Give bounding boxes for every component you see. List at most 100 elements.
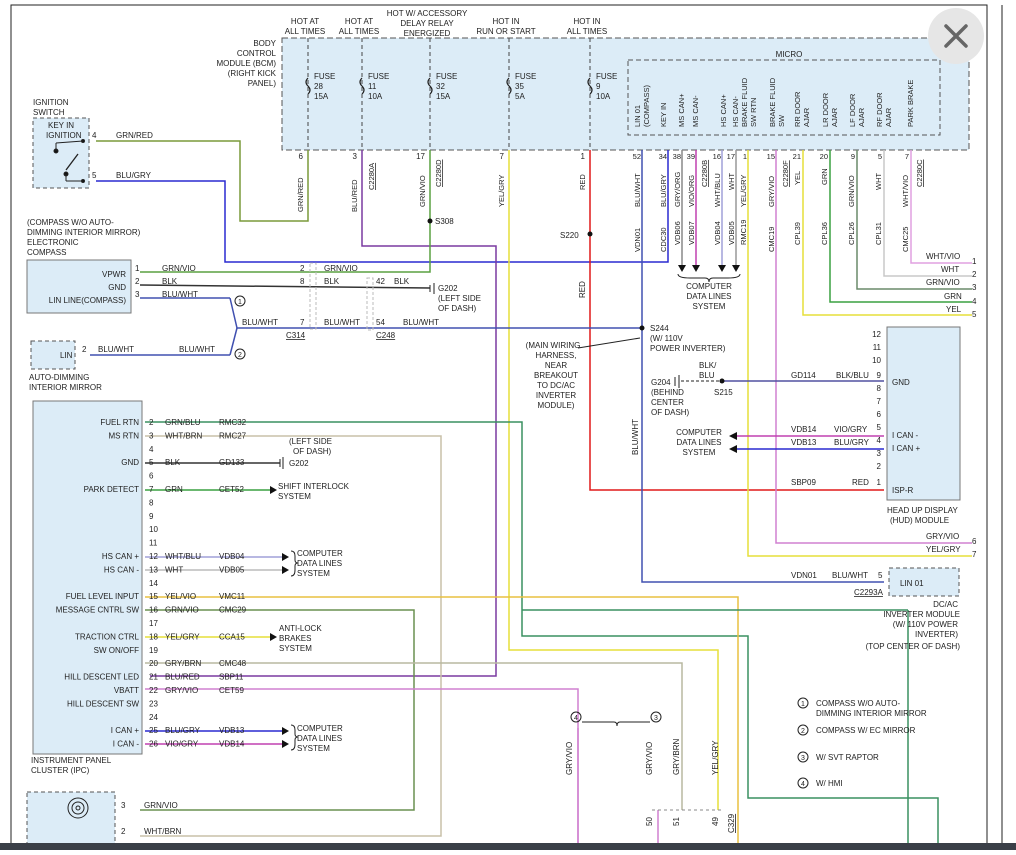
wire-grn-vio-f32	[140, 150, 431, 273]
svg-text:SW RTN: SW RTN	[749, 98, 758, 127]
svg-text:LR DOOR: LR DOOR	[821, 92, 830, 127]
svg-text:8: 8	[877, 384, 882, 393]
svg-text:BLU/WHT: BLU/WHT	[324, 318, 360, 327]
svg-text:SYSTEM: SYSTEM	[297, 569, 330, 578]
svg-text:DIMMING INTERIOR MIRROR): DIMMING INTERIOR MIRROR)	[27, 228, 141, 237]
blu-wht-vertical-label: BLU/WHT	[631, 419, 640, 455]
mirror-box	[30, 340, 76, 370]
svg-text:BLU/WHT: BLU/WHT	[403, 318, 439, 327]
inverter-conn: C2293A	[854, 588, 884, 597]
svg-text:FUSE: FUSE	[314, 72, 335, 81]
svg-text:W/ HMI: W/ HMI	[816, 779, 843, 788]
svg-text:7: 7	[300, 318, 305, 327]
ipc-row-circuit: VMC11	[219, 592, 246, 601]
ipc-row-circuit: CCA15	[219, 632, 245, 641]
svg-text:CPL26: CPL26	[847, 222, 856, 245]
inverter-pin: 5	[878, 571, 883, 580]
ipc-row-pin: 5	[149, 458, 154, 467]
svg-text:DATA LINES: DATA LINES	[686, 292, 731, 301]
ipc-row-pin: 8	[149, 498, 154, 507]
svg-text:(COMPASS): (COMPASS)	[642, 85, 651, 127]
ipc-row-circuit: SBP11	[219, 673, 244, 682]
wire-yel	[802, 150, 972, 316]
svg-text:KEY IN: KEY IN	[659, 103, 668, 127]
svg-text:CPL39: CPL39	[793, 222, 802, 245]
wire-grn-red	[96, 140, 309, 222]
fuse-pin-numbers: 6 3 17 7 1	[299, 152, 586, 161]
ipc-row-circuit: CET59	[219, 686, 244, 695]
ipc-row-wire: GRN/BLU	[165, 418, 201, 427]
bcm-label: BODY CONTROL MODULE (BCM) (RIGHT KICK PA…	[216, 39, 276, 88]
ipc-row-pin: 14	[149, 579, 158, 588]
wire-wht-vio-right	[910, 150, 972, 264]
cdl-ipc-ican: COMPUTER DATA LINES SYSTEM	[282, 724, 343, 753]
s244-desc1: (W/ 110V	[650, 334, 683, 343]
svg-text:OF DASH): OF DASH)	[651, 408, 690, 417]
svg-text:5: 5	[878, 152, 882, 161]
wire-red	[589, 150, 884, 491]
ipc-row-pin: 12	[149, 552, 158, 561]
ipc-row-wire: BLU/GRY	[165, 726, 201, 735]
top-label-5a: HOT IN	[574, 17, 601, 26]
top-label-3c: ENERGIZED	[404, 29, 451, 38]
ipc-row-wire: GRY/VIO	[165, 686, 198, 695]
ipc-row-pin: 22	[149, 686, 158, 695]
hud-vio-gry: VIO/GRY	[834, 425, 868, 434]
close-button[interactable]	[928, 8, 984, 64]
svg-text:WHT/VIO: WHT/VIO	[901, 175, 910, 207]
ipc-row-label: HS CAN +	[102, 552, 139, 561]
svg-text:BLK: BLK	[324, 277, 340, 286]
svg-text:20: 20	[820, 152, 828, 161]
svg-text:17: 17	[727, 152, 735, 161]
hud-blk-blu: BLK/BLU	[836, 371, 869, 380]
svg-text:39: 39	[687, 152, 695, 161]
svg-text:C2280D: C2280D	[434, 159, 443, 187]
cdl-top-label: COMPUTER DATA LINES SYSTEM	[686, 282, 732, 311]
svg-text:INVERTER MODULE: INVERTER MODULE	[883, 610, 960, 619]
svg-text:34: 34	[659, 152, 667, 161]
hud-title-2: (HUD) MODULE	[890, 516, 949, 525]
svg-text:VDB07: VDB07	[687, 221, 696, 245]
svg-text:16: 16	[713, 152, 721, 161]
hud-vdb14: VDB14	[791, 425, 817, 434]
svg-text:10A: 10A	[368, 92, 383, 101]
ipc-row-pin: 3	[149, 431, 154, 440]
svg-text:ELECTRONIC: ELECTRONIC	[27, 238, 79, 247]
wire-gry-vio-ipc	[145, 688, 579, 845]
svg-text:COMPUTER: COMPUTER	[297, 724, 343, 733]
ignition-pin-4: 4	[92, 131, 97, 140]
svg-text:8: 8	[300, 277, 305, 286]
inverter-wire: BLU/WHT	[832, 571, 868, 580]
svg-text:42: 42	[376, 277, 385, 286]
svg-text:15: 15	[767, 152, 775, 161]
fuse-9-icon	[587, 77, 593, 95]
inverter-circuit: VDN01	[791, 571, 817, 580]
svg-text:GRN/VIO: GRN/VIO	[418, 175, 427, 207]
wire-grn	[829, 150, 972, 303]
svg-text:AJAR: AJAR	[857, 107, 866, 127]
ignition-pin-5: 5	[92, 171, 97, 180]
fuse-symbols	[305, 77, 593, 95]
ipc-row-label: GND	[121, 458, 139, 467]
svg-text:G202: G202	[438, 284, 458, 293]
ipc-row-wire: VIO/GRY	[165, 740, 199, 749]
svg-text:BRAKE FLUID: BRAKE FLUID	[768, 77, 777, 127]
g202-ground: G202 (LEFT SIDE OF DASH)	[429, 283, 481, 313]
svg-text:OF DASH): OF DASH)	[293, 447, 332, 456]
ipc-row-pin: 20	[149, 659, 158, 668]
svg-text:1: 1	[877, 478, 882, 487]
svg-text:LF DOOR: LF DOOR	[848, 93, 857, 127]
mirror-title-2: INTERIOR MIRROR	[29, 383, 102, 392]
svg-text:VPWR: VPWR	[102, 270, 126, 279]
ipc-row-wire: GRY/BRN	[165, 659, 202, 668]
ipc-row-pin: 15	[149, 592, 158, 601]
svg-text:51: 51	[672, 817, 681, 826]
svg-text:YEL/GRY: YEL/GRY	[926, 545, 961, 554]
svg-text:WHT: WHT	[874, 173, 883, 190]
fuse-28-icon	[305, 77, 311, 95]
ipc-row-label: FUEL LEVEL INPUT	[66, 592, 139, 601]
fuse-35-icon	[506, 77, 512, 95]
svg-text:2: 2	[801, 728, 805, 735]
